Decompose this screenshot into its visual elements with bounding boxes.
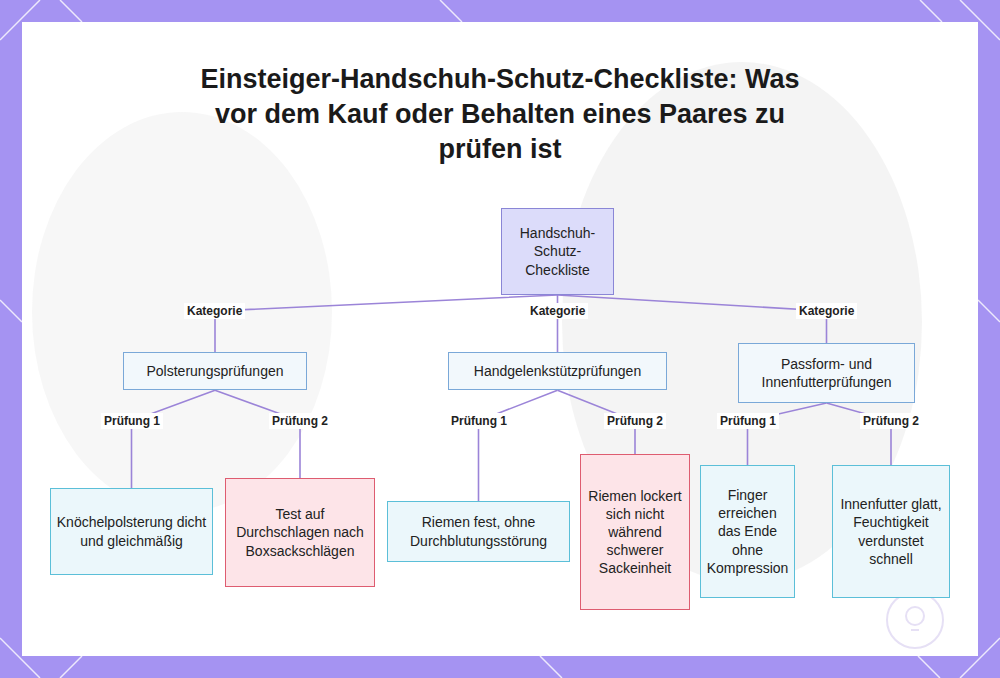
check-box: Riemen fest, ohne Durchblutungsstörung [387,501,570,562]
node-text: Passform- und Innenfutterprüfungen [744,355,909,391]
connector [215,295,558,352]
warning-check-box: Test auf Durchschlagen nach Boxsackschlä… [225,478,375,587]
connector [558,295,827,343]
edge-label: Kategorie [184,303,245,319]
node-text: Handgelenkstützprüfungen [474,362,641,380]
edge-label: Prüfung 1 [448,413,510,429]
edge-label: Kategorie [527,303,588,319]
connector [215,390,300,478]
node-text: Handschuh-Schutz-Checkliste [507,224,608,279]
node-text: Finger erreichen das Ende ohne Kompressi… [706,486,789,577]
node-text: Riemen lockert sich nicht während schwer… [586,487,684,578]
edge-label: Prüfung 1 [717,413,779,429]
node-text: Polsterungsprüfungen [147,362,284,380]
warning-check-box: Riemen lockert sich nicht während schwer… [580,454,690,610]
edge-label: Prüfung 2 [604,413,666,429]
check-box: Finger erreichen das Ende ohne Kompressi… [700,465,795,598]
edge-label: Prüfung 2 [860,413,922,429]
category-box: Passform- und Innenfutterprüfungen [738,343,915,403]
node-text: Innenfutter glatt, Feuchtigkeit verdunst… [838,495,944,568]
connector [132,390,216,488]
check-box: Knöchelpolsterung dicht und gleichmäßig [50,488,213,575]
category-box: Handgelenkstützprüfungen [448,352,667,390]
root-box: Handschuh-Schutz-Checkliste [501,208,614,295]
edge-label: Kategorie [796,303,857,319]
check-box: Innenfutter glatt, Feuchtigkeit verdunst… [832,465,950,598]
category-box: Polsterungsprüfungen [123,352,307,390]
node-text: Knöchelpolsterung dicht und gleichmäßig [56,513,207,549]
diagram-title: Einsteiger-Handschuh-Schutz-Checkliste: … [180,62,820,167]
connector [479,390,558,501]
edge-label: Prüfung 1 [101,413,163,429]
node-text: Test auf Durchschlagen nach Boxsackschlä… [231,505,369,560]
node-text: Riemen fest, ohne Durchblutungsstörung [393,513,564,549]
edge-label: Prüfung 2 [269,413,331,429]
